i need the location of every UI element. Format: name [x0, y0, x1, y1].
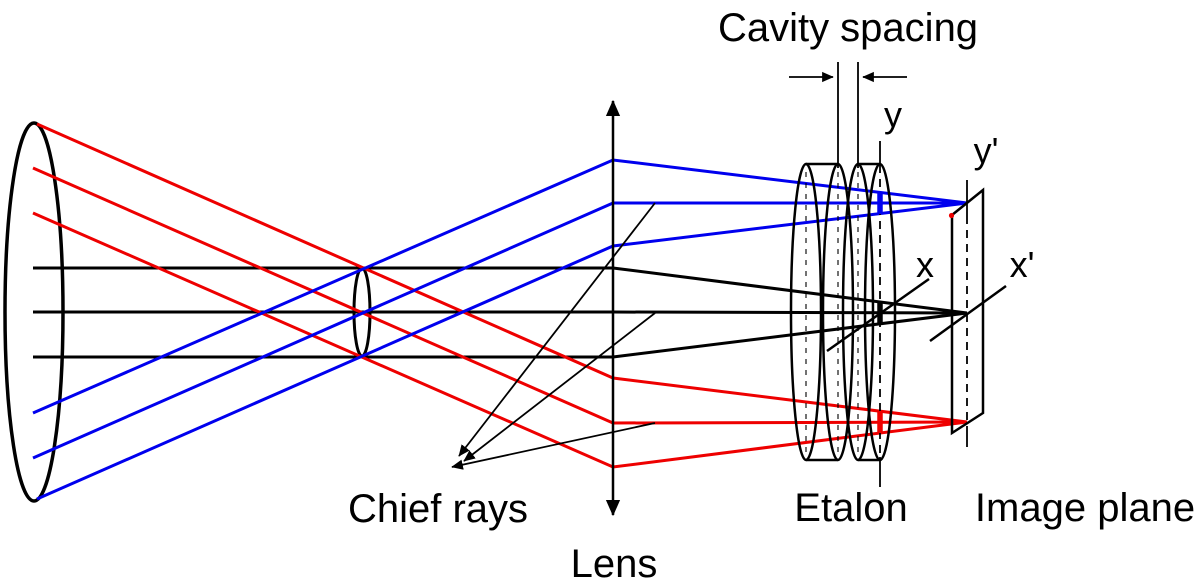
cavity-spacing-callout: [789, 62, 907, 168]
chief-ray-arrow-blue: [458, 202, 656, 457]
image-plane-assembly: [929, 180, 1007, 447]
y-prime-axis-label: y': [974, 130, 999, 171]
chief-rays-label: Chief rays: [348, 487, 528, 531]
image-plane-outline: [950, 187, 985, 436]
etalon-label: Etalon: [794, 486, 907, 530]
cavity-spacing-label: Cavity spacing: [718, 6, 978, 50]
image-plane-label: Image plane: [975, 486, 1195, 530]
red-corner-mark: [948, 212, 955, 219]
y-axis-label: y: [884, 94, 902, 135]
chief-ray-arrow-black: [463, 312, 656, 462]
image-plane-x-axis-line: [929, 284, 1007, 343]
axial-ray-bundle: [33, 266, 968, 359]
lens-label: Lens: [571, 542, 658, 583]
chief-ray-arrow-red: [451, 422, 656, 470]
chief-ray-arrows: [451, 202, 656, 470]
x-axis-label: x: [916, 244, 934, 285]
x-prime-axis-label: x': [1010, 244, 1035, 285]
